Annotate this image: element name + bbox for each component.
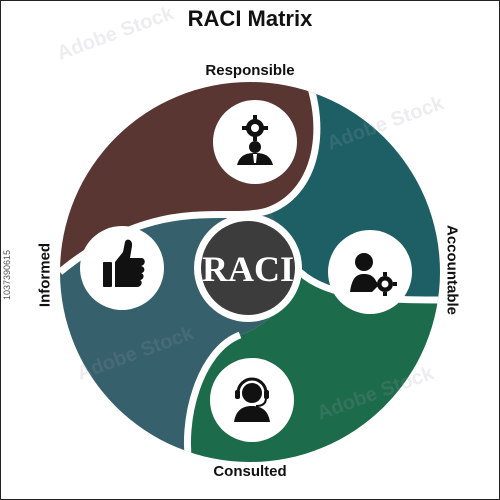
center-text: RACI (202, 249, 294, 289)
person-gear-icon (350, 253, 397, 296)
svg-text:Adobe Stock: Adobe Stock (54, 2, 177, 65)
manager-gear-icon (237, 115, 273, 165)
responsible-icon-badge (213, 100, 297, 184)
center-disc (201, 221, 295, 315)
label-responsible: Responsible (205, 62, 295, 79)
diagram-title: RACI Matrix (187, 6, 313, 31)
stock-id: 1037390615 (2, 249, 12, 300)
thumbs-up-icon (103, 239, 145, 287)
label-informed: Informed (36, 242, 54, 308)
informed-icon-badge (80, 226, 164, 310)
accountable-icon-badge (328, 230, 412, 314)
label-consulted: Consulted (213, 463, 287, 480)
label-accountable: Accountable (443, 224, 461, 315)
consulted-icon-badge (210, 358, 294, 442)
headset-operator-icon (234, 377, 270, 422)
